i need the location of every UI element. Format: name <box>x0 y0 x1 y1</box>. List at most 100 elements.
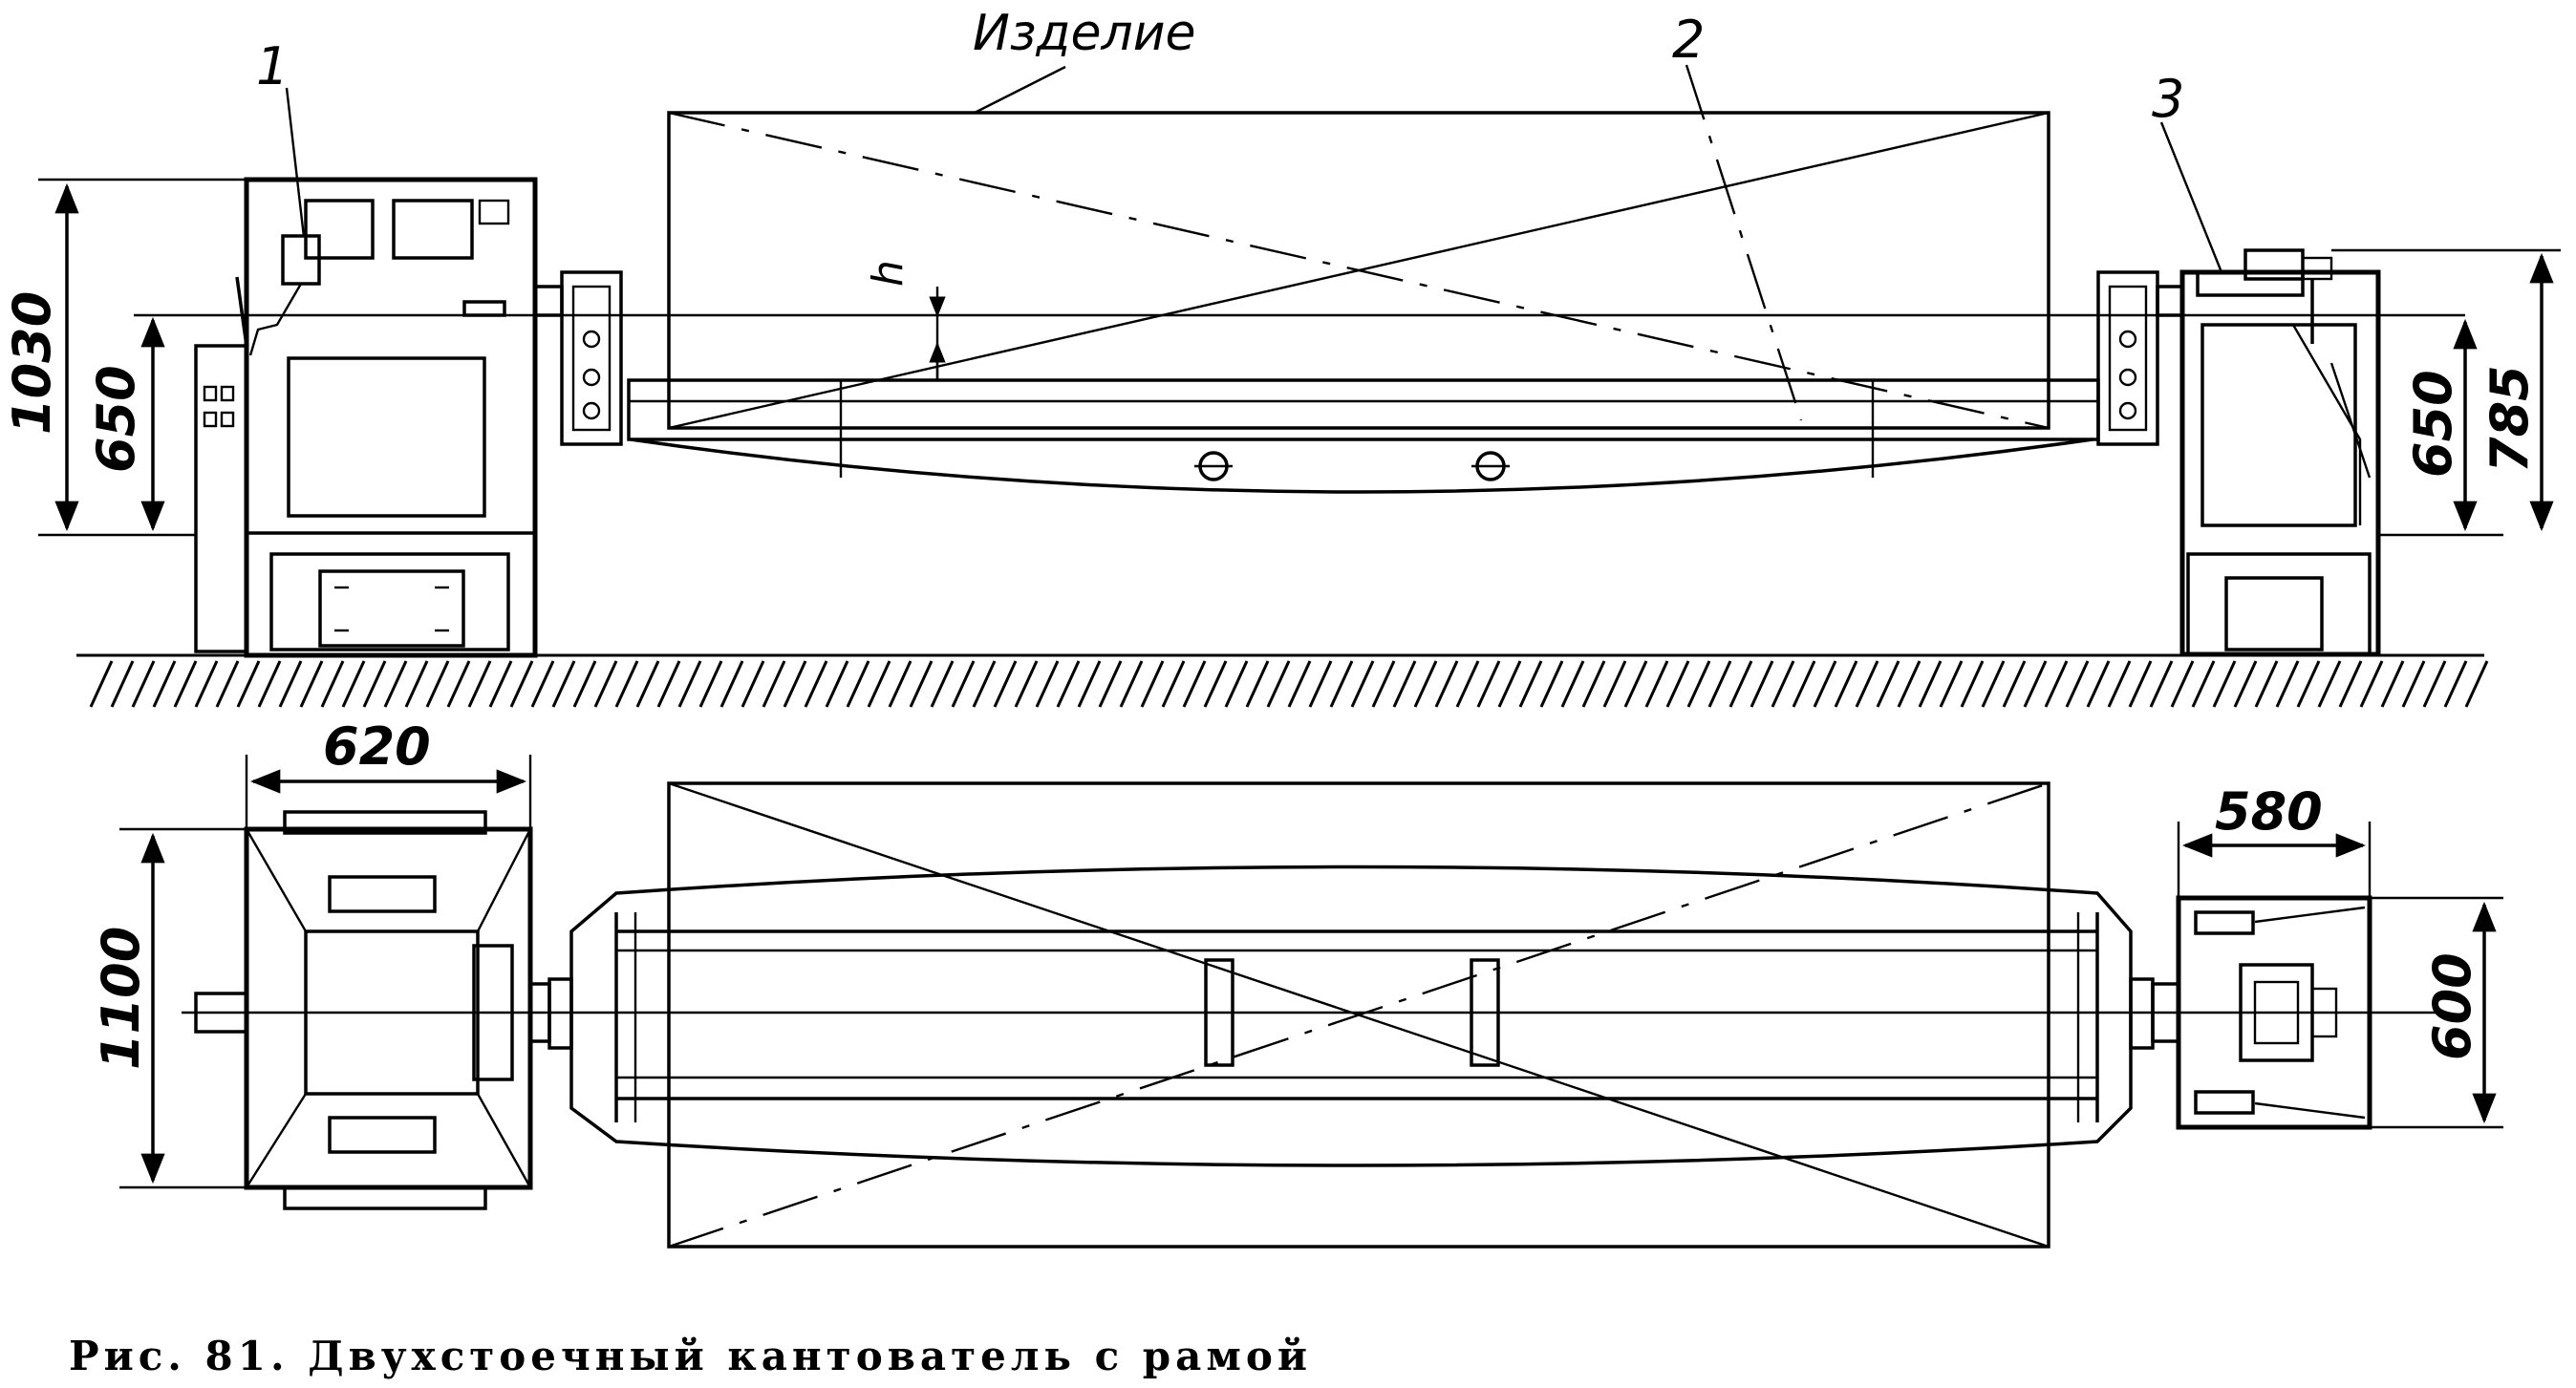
floor-hatch-line <box>1329 660 1354 708</box>
floor-hatch-line <box>1623 660 1648 708</box>
leader-3 <box>2159 121 2223 273</box>
floor-hatch-line <box>2275 660 2300 708</box>
floor-hatch-line <box>1056 660 1081 708</box>
floor-hatch-line <box>299 660 324 708</box>
floor-hatch-line <box>2002 660 2027 708</box>
floor-hatch-line <box>825 660 849 708</box>
dim-785 <box>2331 248 2561 532</box>
floor-hatch-line <box>1539 660 1564 708</box>
floor-hatch-line <box>362 660 387 708</box>
label-workpiece: Изделие <box>973 5 1196 62</box>
floor-hatch-line <box>1728 660 1753 708</box>
floor-hatch-line <box>1224 660 1249 708</box>
workpiece-elevation <box>667 65 2050 430</box>
floor-hatch-line <box>551 660 576 708</box>
floor-hatch-line <box>2338 660 2363 708</box>
dim-text-650-left: 650 <box>86 365 146 473</box>
floor-hatch-line <box>593 660 618 708</box>
floor-hatch-line <box>257 660 282 708</box>
floor-hatch-line <box>1035 660 1060 708</box>
floor-hatch-line <box>1161 660 1186 708</box>
floor-hatch-line <box>698 660 723 708</box>
workpiece-plan <box>667 781 2050 1249</box>
floor-hatch-line <box>2191 660 2216 708</box>
floor-hatch-line <box>425 660 450 708</box>
dim-text-1100: 1100 <box>91 927 151 1070</box>
floor-hatch-line <box>1371 660 1396 708</box>
floor-hatch-line <box>110 660 135 708</box>
floor-hatch-line <box>1476 660 1501 708</box>
floor-hatch-line <box>1077 660 1102 708</box>
floor-hatch-line <box>152 660 177 708</box>
floor-hatch-line <box>930 660 955 708</box>
floor-hatch-line <box>2023 660 2048 708</box>
floor-hatch-line <box>1308 660 1333 708</box>
floor-hatch-line <box>762 660 786 708</box>
floor-hatch-line <box>89 660 114 708</box>
floor-hatch-line <box>2044 660 2069 708</box>
floor-hatch-line <box>320 660 345 708</box>
floor-hatch-line <box>1602 660 1627 708</box>
floor-hatch-line <box>1518 660 1543 708</box>
floor <box>76 653 2489 708</box>
right-stand-elevation <box>2179 248 2381 657</box>
floor-hatch-line <box>2296 660 2321 708</box>
dim-text-785: 785 <box>2479 365 2540 473</box>
floor-hatch-line <box>783 660 807 708</box>
floor-hatch-line <box>909 660 934 708</box>
floor-hatch-line <box>509 660 534 708</box>
floor-hatch-line <box>804 660 828 708</box>
dim-1100 <box>119 827 247 1189</box>
floor-hatch-line <box>383 660 408 708</box>
floor-hatch-line <box>530 660 555 708</box>
floor-hatch-line <box>2212 660 2237 708</box>
floor-hatch-line <box>1750 660 1774 708</box>
elevation-view <box>38 64 2561 708</box>
floor-hatch-line <box>2149 660 2174 708</box>
floor-hatch-line <box>488 660 513 708</box>
floor-hatch-line <box>1266 660 1291 708</box>
dim-text-600: 600 <box>2422 952 2482 1060</box>
dim-600 <box>2370 896 2503 1129</box>
floor-hatch-line <box>867 660 891 708</box>
floor-hatch-line <box>993 660 1018 708</box>
label-h: h <box>864 260 912 287</box>
floor-hatch-line <box>635 660 660 708</box>
floor-hatch-line <box>1434 660 1459 708</box>
dim-text-580: 580 <box>2215 781 2323 842</box>
floor-hatch-line <box>2422 660 2447 708</box>
floor-hatch-line <box>2065 660 2090 708</box>
label-pos-1: 1 <box>256 36 289 96</box>
floor-hatch-line <box>278 660 303 708</box>
floor-hatch-line <box>677 660 702 708</box>
floor-hatch-line <box>2107 660 2132 708</box>
floor-hatch-line <box>846 660 870 708</box>
plan-view <box>119 755 2503 1249</box>
floor-hatch-line <box>1392 660 1417 708</box>
floor-hatch-line <box>1098 660 1123 708</box>
floor-hatch-line <box>1203 660 1228 708</box>
floor-hatch-line <box>888 660 912 708</box>
dim-1030 <box>38 178 247 537</box>
floor-hatch-line <box>572 660 597 708</box>
floor-hatch-line <box>2317 660 2342 708</box>
floor-hatch-line <box>1876 660 1900 708</box>
floor-hatch-line <box>194 660 219 708</box>
floor-hatch-line <box>1855 660 1879 708</box>
floor-hatch-line <box>404 660 429 708</box>
floor-hatch-line <box>1792 660 1816 708</box>
floor-hatch-line <box>1771 660 1795 708</box>
floor-hatch-line <box>614 660 639 708</box>
floor-hatch-line <box>1014 660 1039 708</box>
floor-hatch-line <box>1455 660 1480 708</box>
frame-elevation <box>533 270 2184 494</box>
floor-hatch-line <box>2443 660 2468 708</box>
label-pos-3: 3 <box>2152 69 2184 129</box>
floor-hatch-line <box>1939 660 1964 708</box>
floor-hatch-line <box>1665 660 1690 708</box>
floor-hatch-line <box>236 660 261 708</box>
floor-hatch-line <box>131 660 156 708</box>
floor-hatch-line <box>2170 660 2195 708</box>
floor-hatch-line <box>173 660 198 708</box>
